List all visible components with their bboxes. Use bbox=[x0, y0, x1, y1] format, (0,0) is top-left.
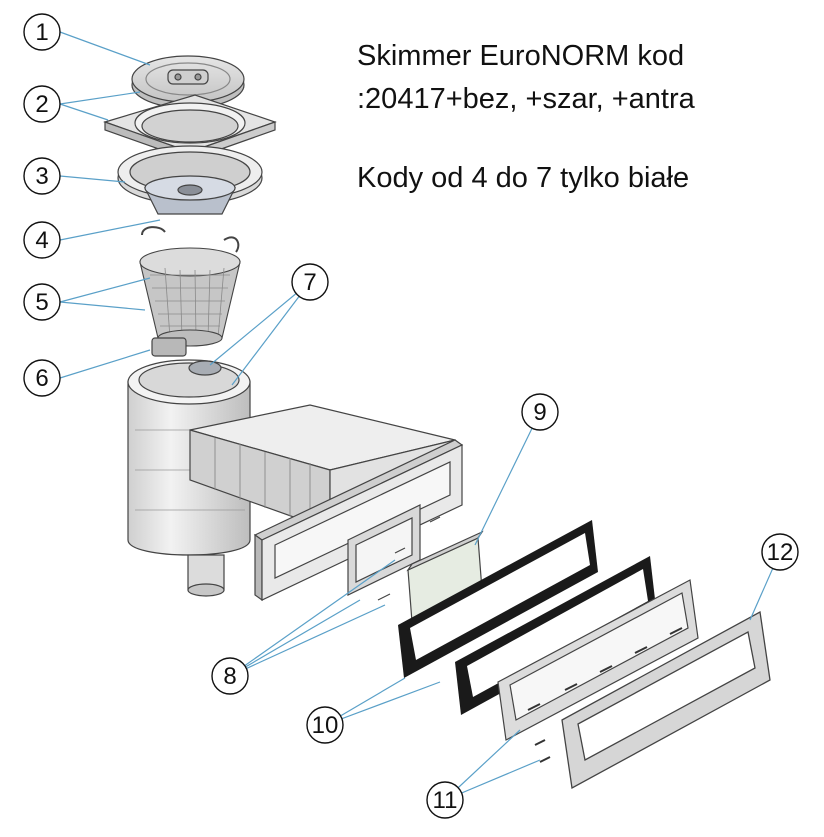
caption-note: Kody od 4 do 7 tylko białe bbox=[357, 162, 690, 194]
callout-label-4: 4 bbox=[35, 227, 48, 254]
callout-label-10: 10 bbox=[312, 712, 339, 739]
callout-circle-7 bbox=[291, 263, 329, 301]
part-throat bbox=[189, 404, 464, 602]
callout-label-11: 11 bbox=[433, 787, 458, 814]
callout-label-6: 6 bbox=[35, 365, 48, 392]
callout-circle-11 bbox=[426, 781, 464, 819]
part-cover-frame bbox=[561, 610, 771, 790]
callout-circle-9 bbox=[521, 393, 559, 431]
leader-lines bbox=[59, 31, 781, 801]
callout-circle-3 bbox=[23, 157, 61, 195]
callout-circle-5 bbox=[23, 283, 61, 321]
callout-label-5: 5 bbox=[35, 289, 48, 316]
part-gaskets bbox=[398, 520, 656, 715]
callout-circle-10 bbox=[306, 706, 344, 744]
callout-circle-1 bbox=[23, 13, 61, 51]
callout-label-3: 3 bbox=[35, 163, 48, 190]
part-flap bbox=[406, 530, 484, 623]
callout-circle-4 bbox=[23, 221, 61, 259]
part-basket bbox=[139, 226, 241, 347]
callouts bbox=[23, 13, 799, 819]
part-lid bbox=[131, 55, 245, 109]
part-faceplate bbox=[497, 579, 699, 763]
callout-label-2: 2 bbox=[35, 91, 48, 118]
part-basket-seat bbox=[144, 175, 236, 215]
callout-label-8: 8 bbox=[223, 663, 236, 690]
callout-circle-12 bbox=[761, 533, 799, 571]
callout-circle-8 bbox=[211, 657, 249, 695]
callout-circle-2 bbox=[23, 85, 61, 123]
callout-label-9: 9 bbox=[533, 399, 546, 426]
callout-label-1: 1 bbox=[35, 19, 48, 46]
caption-title-line2: :20417+bez, +szar, +antra bbox=[357, 83, 695, 115]
callout-label-7: 7 bbox=[303, 269, 316, 296]
callout-circle-6 bbox=[23, 359, 61, 397]
callout-label-12: 12 bbox=[767, 539, 794, 566]
caption-title-line1: Skimmer EuroNORM kod bbox=[357, 40, 685, 72]
callout-numbers: 1 2 3 4 5 6 7 8 9 10 11 12 bbox=[35, 19, 793, 814]
